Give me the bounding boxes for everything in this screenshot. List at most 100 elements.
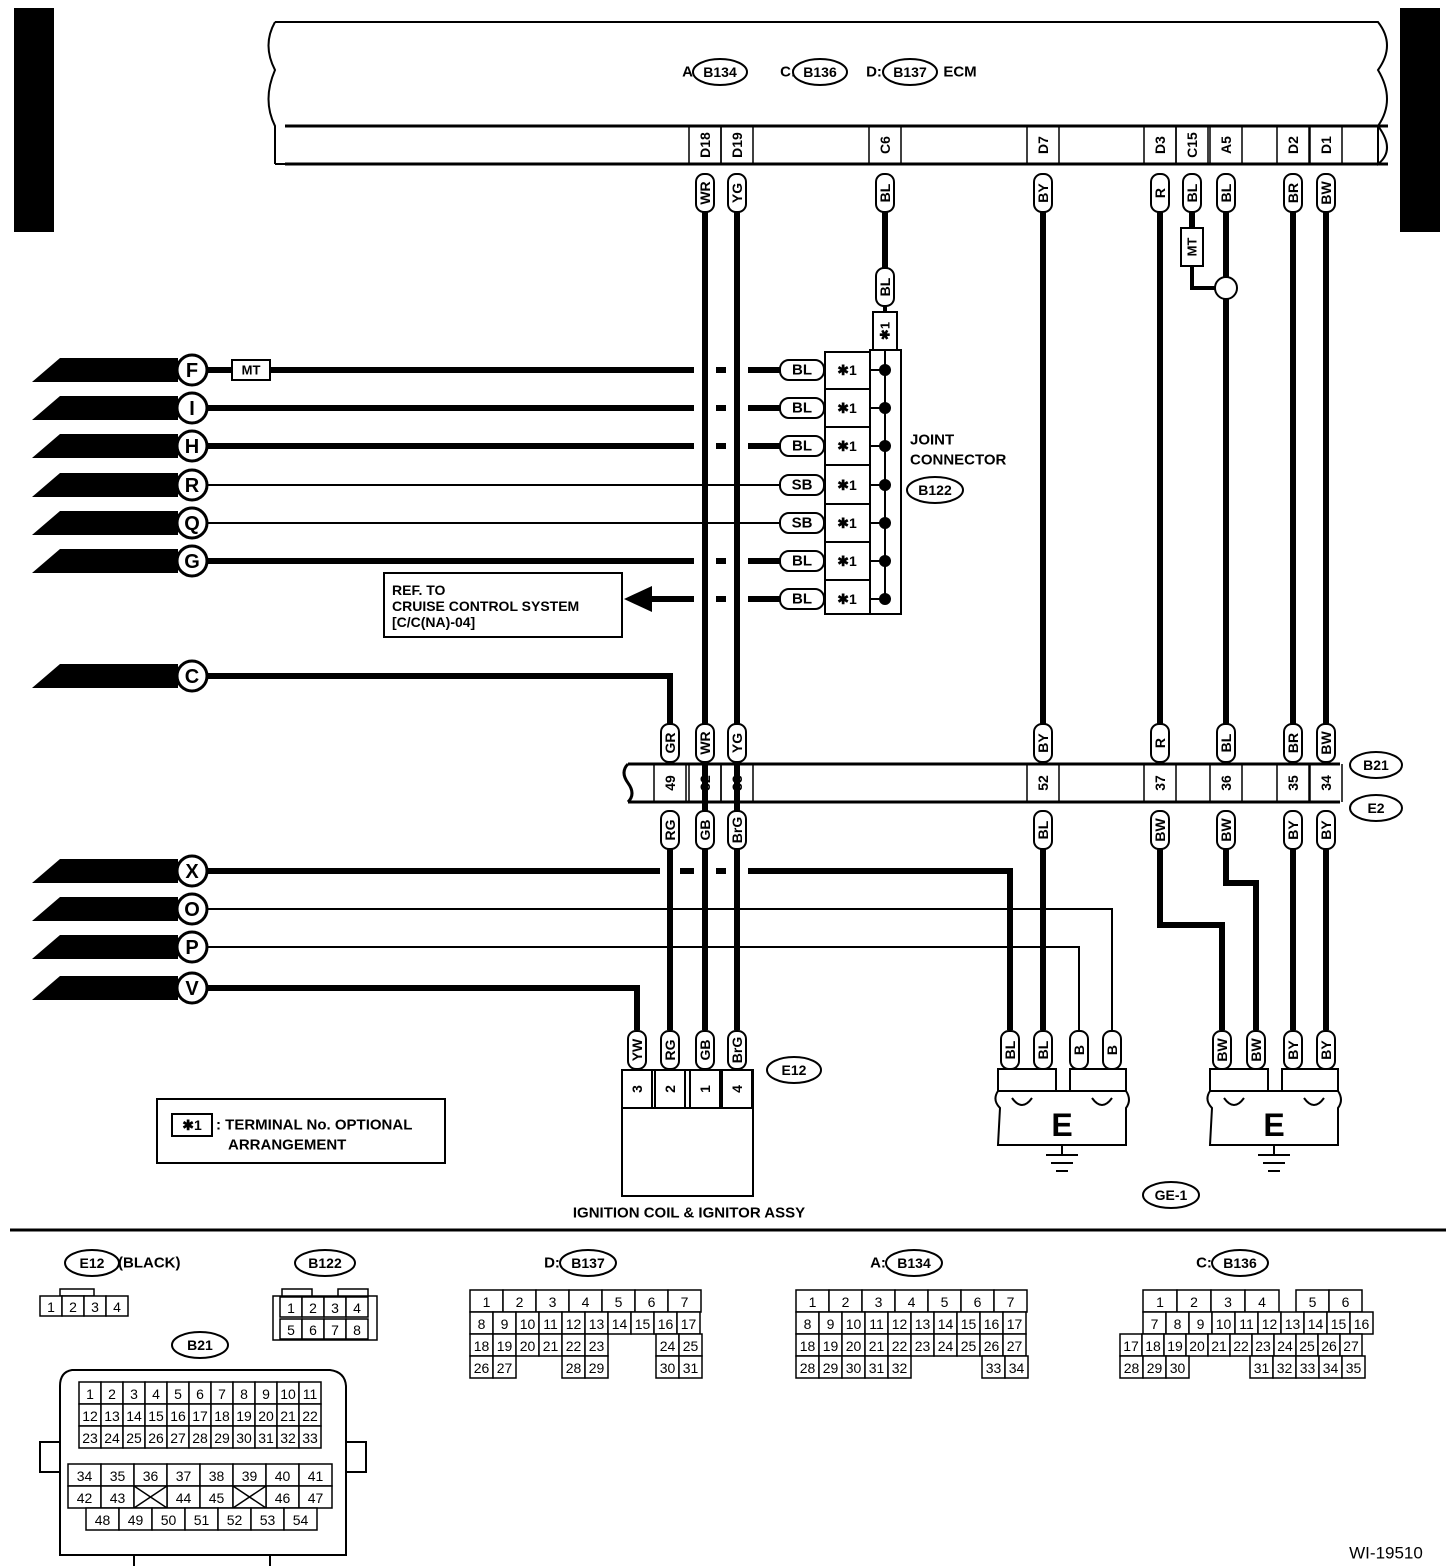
e2-wire-color-tag — [727, 810, 747, 850]
b21-pin-number: 52 — [1035, 775, 1051, 791]
e2-wire-color: BL — [1035, 820, 1051, 839]
pin-number: 5 — [287, 1322, 295, 1338]
pin-number: 20 — [846, 1338, 862, 1354]
page-ref-circle — [175, 854, 209, 888]
pin-number: 20 — [258, 1408, 274, 1424]
pin-cell — [105, 1295, 129, 1317]
pin-number: 20 — [1189, 1338, 1205, 1354]
wire-p — [207, 946, 1080, 1030]
pin-number: 10 — [280, 1386, 296, 1402]
pin-number: 34 — [77, 1468, 93, 1484]
pin-number: 11 — [1239, 1316, 1254, 1332]
connector-view-prefix: D: — [544, 1255, 560, 1272]
pin-number: 22 — [892, 1338, 908, 1354]
pin-number: 30 — [846, 1360, 862, 1376]
ignition-pin-number: 2 — [662, 1085, 678, 1093]
e2-wire-color: GB — [697, 820, 713, 841]
page-tag-box — [14, 8, 54, 232]
pin-number: 26 — [984, 1338, 1000, 1354]
pin-number: 5 — [615, 1294, 623, 1310]
page-ref-arrow — [32, 473, 178, 497]
ground-lug-hole — [1223, 1097, 1325, 1106]
page-ref-letter: O — [184, 899, 200, 921]
page-ref-label: E/G(NA)-06 — [78, 980, 157, 997]
ground-wire-color: BL — [1035, 1040, 1051, 1059]
page-ref-circle — [175, 353, 209, 387]
e2-wire-color-tag — [1283, 810, 1303, 850]
b21-wire-color: GR — [662, 733, 678, 754]
pin-number: 29 — [1147, 1360, 1163, 1376]
ecm-wire-color: BL — [877, 183, 893, 202]
pin-number: 2 — [516, 1294, 524, 1310]
pin-number: 16 — [1354, 1316, 1370, 1332]
ground-wire-color: BL — [1002, 1040, 1018, 1059]
pin-number: 20 — [520, 1338, 536, 1354]
b21-pin-number: 36 — [1218, 775, 1234, 791]
pin-number: 37 — [176, 1468, 192, 1484]
b21-wire-color: BL — [1218, 733, 1234, 752]
joint-wire-color-tag — [779, 397, 825, 419]
page-ref-letter: X — [185, 861, 199, 883]
pin-number: 54 — [293, 1512, 309, 1528]
pin-number: 27 — [170, 1430, 186, 1446]
pin-number: 24 — [104, 1430, 120, 1446]
page-ref-arrow — [32, 358, 178, 382]
pin-number: 28 — [566, 1360, 582, 1376]
page-ref-circle — [175, 659, 209, 693]
connector-view-id: B21 — [187, 1337, 213, 1353]
pin-cell — [887, 1355, 912, 1379]
ecm-wire-color: BW — [1318, 181, 1334, 205]
pin-number: 33 — [302, 1430, 318, 1446]
ecm-wire-color: BL — [1218, 183, 1234, 202]
page-ref-letter: I — [189, 398, 195, 420]
page-ref-letter: C — [185, 666, 199, 688]
page-ref-arrow — [32, 396, 178, 420]
pin-number: 1 — [809, 1294, 817, 1310]
connector-view-id: B137 — [571, 1255, 605, 1271]
pin-number: 31 — [683, 1360, 699, 1376]
connector-view-id-oval — [171, 1331, 229, 1359]
pin-number: 40 — [275, 1468, 291, 1484]
pin-number: 2 — [1190, 1294, 1198, 1310]
connector-key — [337, 1288, 369, 1297]
ecm-wire-color-tag — [1150, 173, 1170, 213]
pin-number: 4 — [113, 1299, 121, 1315]
pin-number: 4 — [1258, 1294, 1266, 1310]
page-ref-circle — [175, 391, 209, 425]
pin-number: 3 — [130, 1386, 138, 1402]
optional-terminal-mark: ✱1 — [837, 591, 857, 607]
pin-number: 14 — [938, 1316, 954, 1332]
page-ref-label: E/G(NA)-04 — [78, 553, 158, 570]
ecm-connector-prefix: D: — [866, 64, 882, 81]
ecm-wire-color-tag — [875, 173, 895, 213]
pin-number: 3 — [549, 1294, 557, 1310]
pin-number: 2 — [108, 1386, 116, 1402]
ground-wire-color: BY — [1318, 1040, 1334, 1060]
ground-id: GE-1 — [1155, 1187, 1188, 1203]
ecm-wire-color: WR — [697, 181, 713, 204]
ignition-pin-number: 4 — [729, 1085, 745, 1093]
pin-number: 16 — [170, 1408, 186, 1424]
pin-number: 5 — [174, 1386, 182, 1402]
pin-number: 25 — [126, 1430, 142, 1446]
pin-number: 7 — [1151, 1316, 1159, 1332]
b21-wire-color-tag — [1033, 723, 1053, 763]
pin-number: 6 — [648, 1294, 656, 1310]
pin-number: 3 — [875, 1294, 883, 1310]
connector-view-id: B136 — [1223, 1255, 1257, 1271]
pin-number: 1 — [287, 1300, 295, 1316]
b21-wire-color: R — [1152, 738, 1168, 748]
pin-number: 18 — [800, 1338, 816, 1354]
e2-wire-color-tag — [660, 810, 680, 850]
pin-number: 15 — [1331, 1316, 1347, 1332]
ground-terminal — [1281, 1068, 1339, 1092]
pin-number: 46 — [275, 1490, 291, 1506]
joint-wire-color: BL — [792, 362, 812, 379]
pin-number: 12 — [566, 1316, 582, 1332]
mt-tag — [1180, 227, 1204, 267]
ecm-pin-number: D7 — [1035, 136, 1051, 154]
page-ref-arrow — [32, 859, 178, 883]
pin-number: 31 — [869, 1360, 885, 1376]
ground-id-oval — [1142, 1181, 1200, 1209]
b21-pin-number: 37 — [1152, 775, 1168, 791]
